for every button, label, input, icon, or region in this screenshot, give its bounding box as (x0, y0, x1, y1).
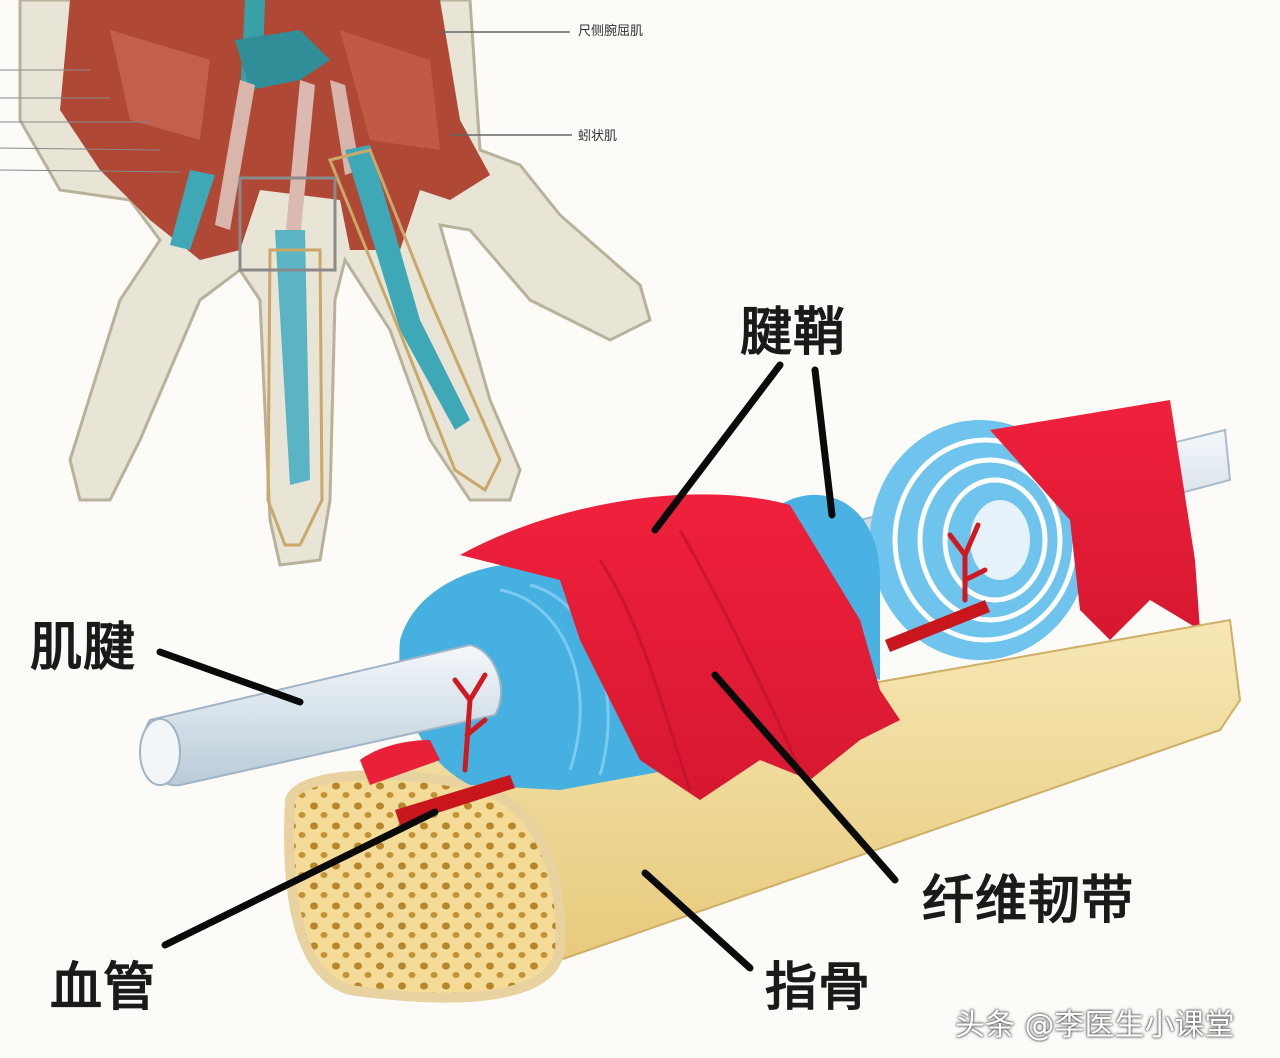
tendon-sheath-illustration (139, 400, 1242, 1003)
label-tendon: 肌腱 (30, 618, 137, 678)
watermark: 头条 @李医生小课堂 (955, 1008, 1235, 1043)
highlight-box (238, 176, 337, 272)
leader-ligament (711, 671, 899, 884)
bone-cross-section (284, 770, 566, 1003)
fibrous-band-left (460, 494, 900, 800)
label-hand-mid: 蚓状肌 (578, 129, 618, 144)
leader-vessel (161, 808, 439, 949)
label-leader-lines (156, 361, 899, 972)
label-fibrous-ligament: 纤维韧带 (922, 871, 1135, 931)
blood-vessel-right (885, 600, 990, 652)
leader-phalanx (641, 869, 754, 972)
label-phalanx: 指骨 (765, 958, 872, 1018)
blood-vessel-left (395, 775, 515, 825)
leader-tendon (156, 648, 304, 706)
leader-sheath-1 (651, 361, 784, 534)
label-hand-top: 尺侧腕屈肌 (578, 24, 644, 39)
hand-illustration (0, 0, 652, 567)
leader-sheath-2 (811, 366, 836, 519)
fibrous-band-right (990, 400, 1200, 640)
label-tendon-sheath: 腱鞘 (740, 303, 847, 363)
label-blood-vessel: 血管 (50, 958, 157, 1018)
